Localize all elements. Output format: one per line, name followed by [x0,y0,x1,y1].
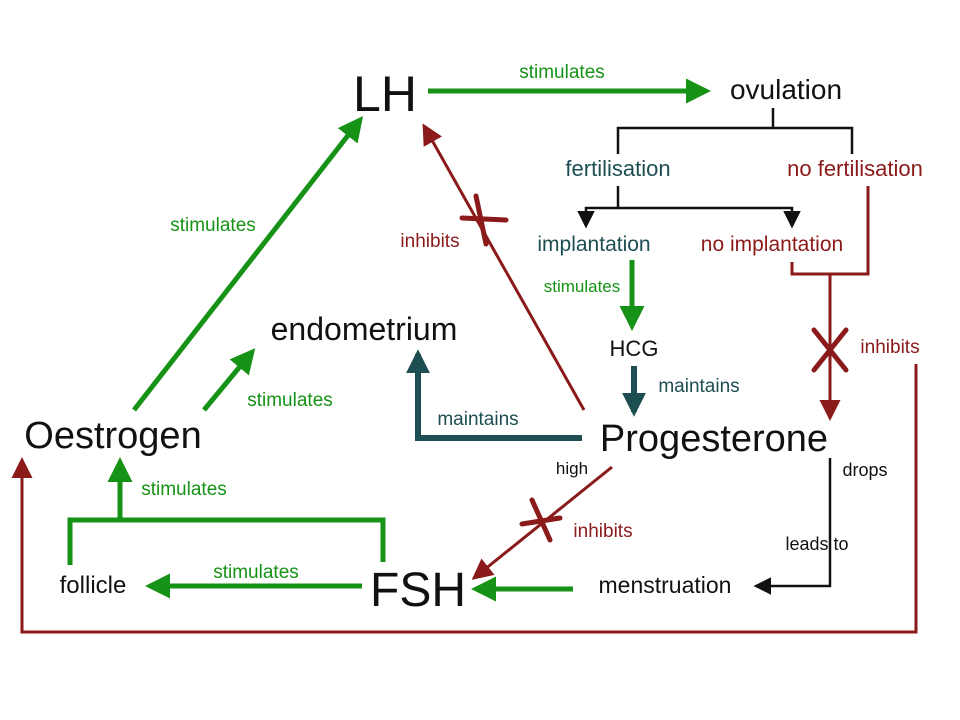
follicle-oestrogen-label: stimulates [141,479,227,500]
progesterone-drops-label: drops [842,460,887,480]
implantation-hcg-label: stimulates [544,277,621,296]
leads-to-label: leads to [785,534,848,554]
progesterone-to-lh-inhibit-line [422,123,586,411]
oestrogen-to-lh-arrow [132,116,364,412]
stimulation-arrows [67,78,711,602]
menstruation-node: menstruation [599,572,732,598]
progesterone-drops-to-menstruation-line [753,458,832,595]
nodes: LH ovulation fertilisation no fertilisat… [24,66,923,617]
oestrogen-node: Oestrogen [24,415,201,457]
follicle-fsh-bracket [67,517,386,565]
fsh-follicle-label: stimulates [213,562,299,583]
progesterone-to-endometrium-arrow [406,349,582,441]
fertilisation-node: fertilisation [565,156,670,181]
progesterone-fsh-label: inhibits [573,521,632,542]
oestrogen-to-endometrium-arrow [202,348,256,412]
maintenance-arrows [406,349,646,441]
no-implantation-progesterone-label: inhibits [860,337,919,358]
follicle-node: follicle [60,572,127,599]
oestrogen-lh-label: stimulates [170,215,256,236]
progesterone-inhibit-cross-icon [811,327,849,373]
hcg-node: HCG [610,336,659,361]
fsh-inhibit-cross-icon [519,497,563,543]
progesterone-endometrium-label: maintains [437,409,518,430]
fertilisation-branch-left [577,206,618,229]
endometrium-node: endometrium [271,311,458,347]
hcg-progesterone-label: maintains [658,376,739,397]
no-implantation-node: no implantation [701,233,843,256]
no-fertilisation-line [790,186,870,276]
fsh-node: FSH [370,564,466,617]
loop-back-to-oestrogen-line [11,364,918,634]
edge-labels: stimulates stimulates stimulates inhibit… [141,62,919,583]
lh-ovulation-label: stimulates [519,62,605,83]
branch-lines [577,108,854,595]
progesterone-node: Progesterone [600,418,828,460]
inhibition-crosses [459,193,849,543]
lh-node: LH [353,66,417,122]
ovulation-node: ovulation [730,74,842,105]
progesterone-lh-label: inhibits [400,231,459,252]
implantation-node: implantation [537,233,650,256]
ovulation-branch [616,126,854,154]
no-fertilisation-node: no fertilisation [787,156,923,181]
lh-inhibit-cross-icon [459,193,509,247]
oestrogen-endometrium-label: stimulates [247,390,333,411]
progesterone-high-label: high [556,459,588,478]
fertilisation-branch-right [618,206,801,229]
